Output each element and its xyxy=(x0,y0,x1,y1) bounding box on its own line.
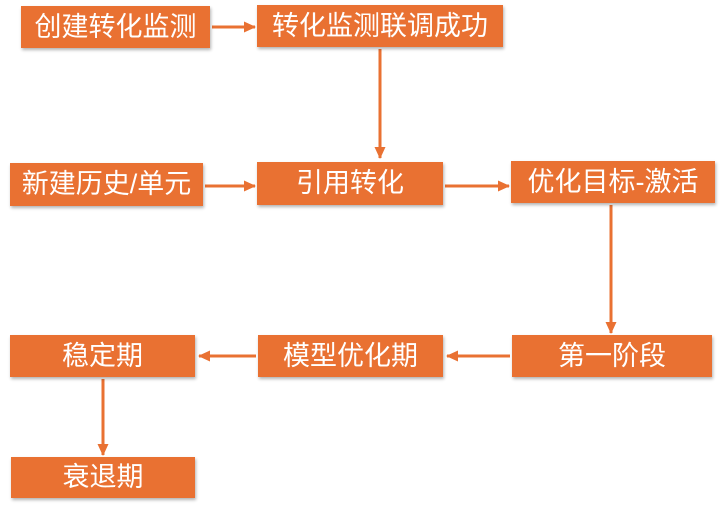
node-stable-period: 稳定期 xyxy=(10,335,195,377)
node-first-stage: 第一阶段 xyxy=(512,335,712,377)
node-optimization-goal-activation: 优化目标-激活 xyxy=(511,161,715,203)
node-decline-period: 衰退期 xyxy=(11,457,195,498)
node-conversion-tracking-debug-success: 转化监测联调成功 xyxy=(257,5,503,47)
node-model-optimization-period: 模型优化期 xyxy=(258,335,443,377)
node-reference-conversion: 引用转化 xyxy=(257,162,443,205)
node-create-conversion-tracking: 创建转化监测 xyxy=(21,6,210,48)
node-new-history-unit: 新建历史/单元 xyxy=(10,163,203,206)
